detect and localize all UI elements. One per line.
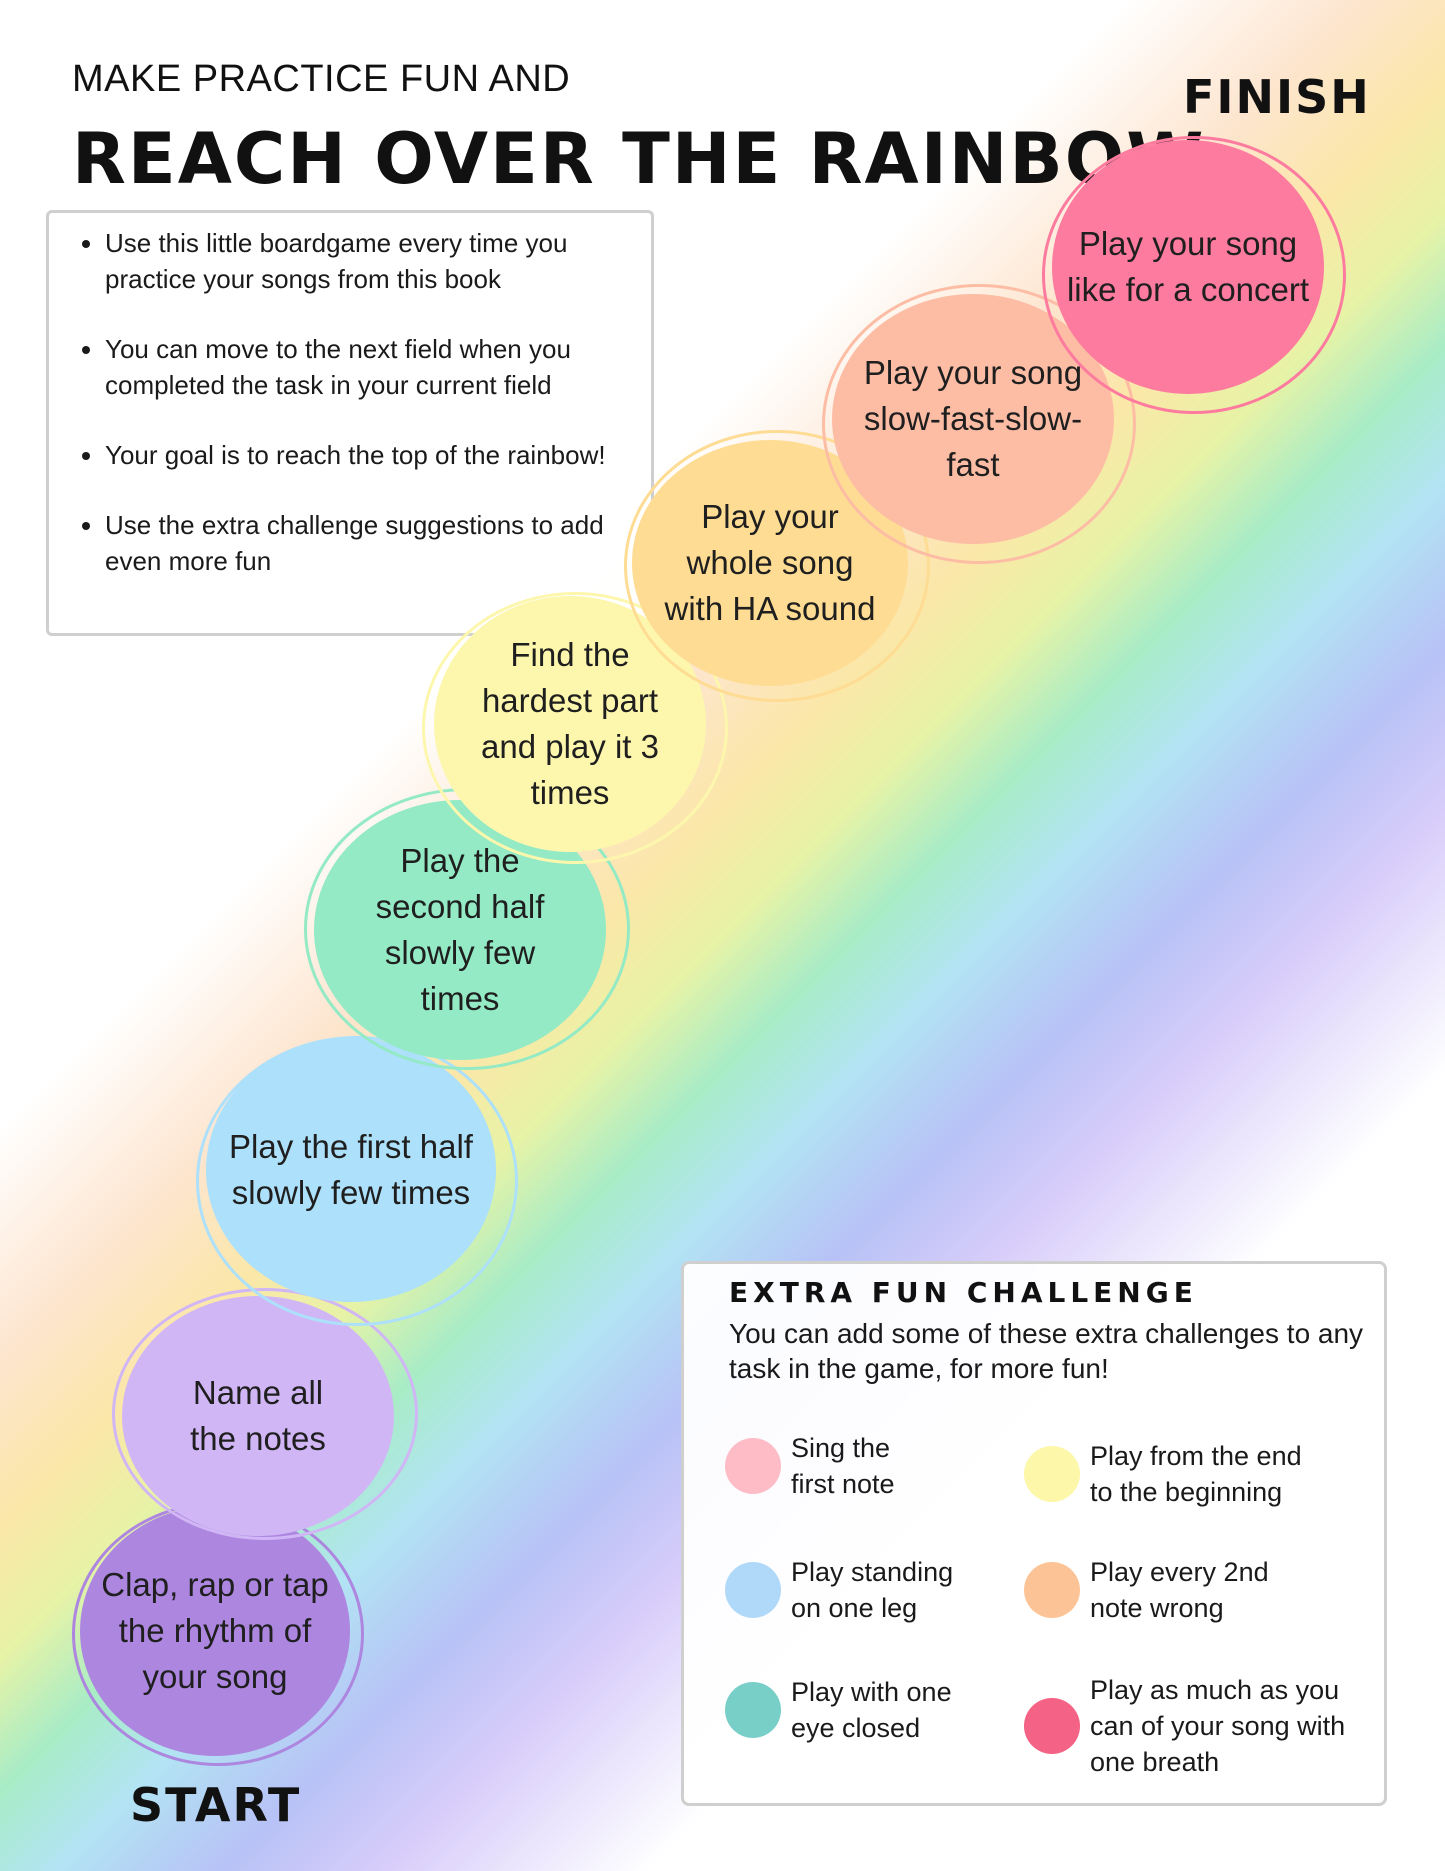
- challenge-item: Play from the end to the beginning: [1024, 1438, 1330, 1510]
- challenge-description: You can add some of these extra challeng…: [729, 1318, 1364, 1384]
- page-subtitle: MAKE PRACTICE FUN AND: [72, 58, 571, 100]
- step-ring: [196, 1036, 518, 1326]
- rule-item: Use this little boardgame every time you…: [105, 225, 621, 297]
- challenge-color-dot: [725, 1682, 781, 1738]
- challenge-item-text: Play as much as you can of your song wit…: [1090, 1675, 1346, 1777]
- start-label: START: [130, 1778, 302, 1832]
- step-3-circle[interactable]: Play the first half slowly few times: [196, 1036, 518, 1326]
- challenge-item-text: Sing the first note: [791, 1433, 895, 1499]
- challenge-item: Sing the first note: [725, 1430, 931, 1502]
- step-2-circle[interactable]: Name all the notes: [112, 1288, 418, 1540]
- step-5-circle[interactable]: Find the hardest part and play it 3 time…: [422, 592, 728, 864]
- step-8-text: Play your song like for a concert: [1066, 225, 1310, 308]
- challenge-item-text: Play every 2nd note wrong: [1090, 1557, 1269, 1623]
- challenge-color-dot: [1024, 1446, 1080, 1502]
- rules-list: Use this little boardgame every time you…: [49, 213, 651, 579]
- rule-item: You can move to the next field when you …: [105, 331, 621, 403]
- step-6-text: Play your whole song with HA sound: [664, 498, 876, 627]
- rules-box: Use this little boardgame every time you…: [46, 210, 654, 636]
- rule-item: Your goal is to reach the top of the rai…: [105, 437, 621, 473]
- extra-challenge-box: EXTRA FUN CHALLENGE You can add some of …: [681, 1261, 1387, 1806]
- challenge-item: Play standing on one leg: [725, 1554, 981, 1626]
- step-ring: [624, 430, 930, 702]
- challenge-item: Play as much as you can of your song wit…: [1024, 1672, 1360, 1780]
- challenge-item-text: Play from the end to the beginning: [1090, 1441, 1302, 1507]
- step-8-circle[interactable]: Play your song like for a concert: [1042, 136, 1346, 414]
- step-7-circle[interactable]: Play your song slow-fast-slow-fast: [822, 284, 1136, 564]
- challenge-color-dot: [725, 1562, 781, 1618]
- step-7-text: Play your song slow-fast-slow-fast: [863, 354, 1083, 483]
- challenge-color-dot: [1024, 1562, 1080, 1618]
- finish-label: FINISH: [1183, 70, 1371, 124]
- step-4-text: Play the second half slowly few times: [375, 842, 545, 1017]
- step-2-text: Name all the notes: [190, 1374, 326, 1457]
- challenge-item: Play with one eye closed: [725, 1674, 971, 1746]
- step-ring: [1042, 136, 1346, 414]
- challenge-title: EXTRA FUN CHALLENGE: [729, 1276, 1198, 1309]
- step-1-circle[interactable]: Clap, rap or tap the rhythm of your song: [72, 1502, 364, 1766]
- step-3-text: Play the first half slowly few times: [229, 1128, 473, 1211]
- step-5-text: Find the hardest part and play it 3 time…: [481, 636, 659, 811]
- challenge-item-text: Play standing on one leg: [791, 1557, 954, 1623]
- rule-item: Use the extra challenge suggestions to a…: [105, 507, 621, 579]
- page-title: REACH OVER THE RAINBOW: [72, 118, 1206, 200]
- challenge-item: Play every 2nd note wrong: [1024, 1554, 1300, 1626]
- challenge-color-dot: [725, 1438, 781, 1494]
- step-1-text: Clap, rap or tap the rhythm of your song: [101, 1566, 329, 1695]
- challenge-color-dot: [1024, 1698, 1080, 1754]
- step-ring: [422, 592, 728, 864]
- step-ring: [822, 284, 1136, 564]
- challenge-item-text: Play with one eye closed: [791, 1677, 952, 1743]
